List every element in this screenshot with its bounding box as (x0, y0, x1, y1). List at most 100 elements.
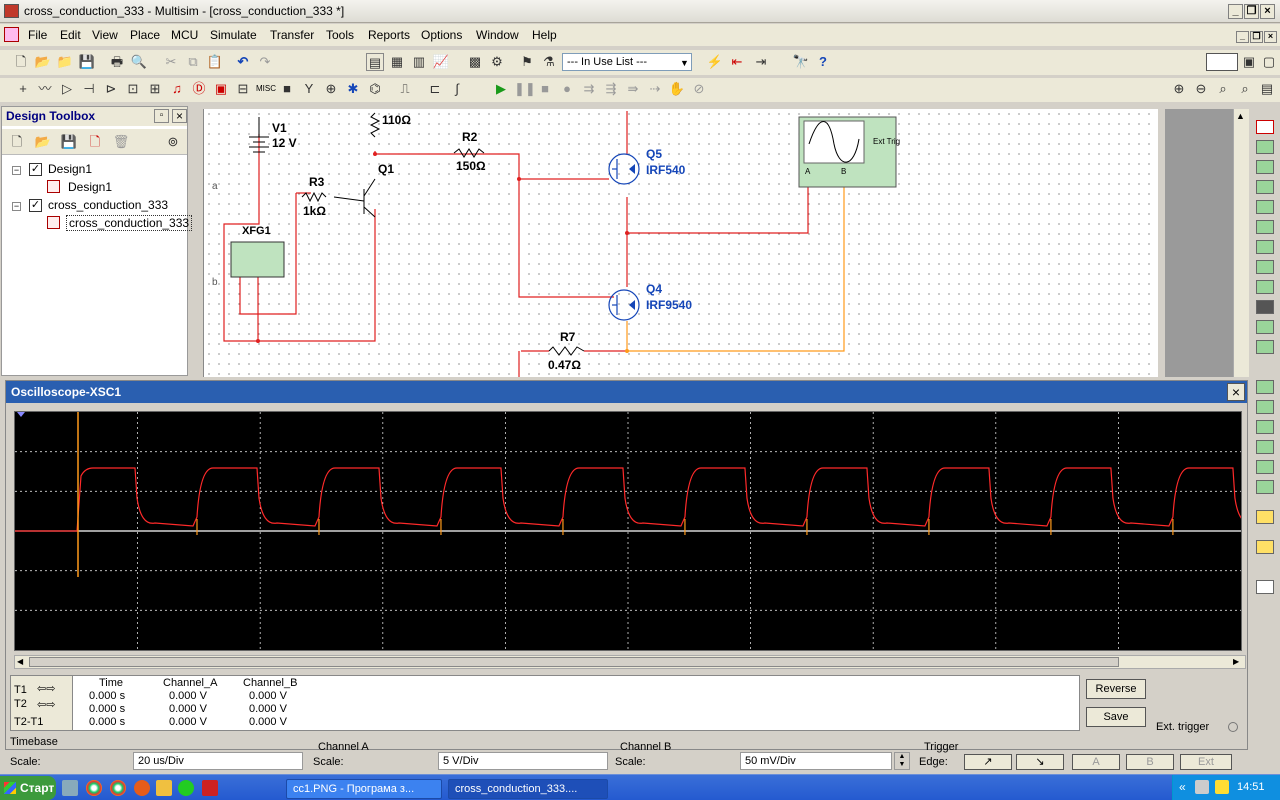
in-use-list-select[interactable]: --- In Use List --- (562, 53, 692, 71)
horizontal-scrollbar[interactable]: ◀ ▶ (14, 655, 1246, 669)
spinner-icon[interactable]: ▲▼ (894, 752, 910, 770)
firefox-icon[interactable] (134, 780, 150, 796)
advanced-peripherals-icon[interactable]: ■ (283, 81, 291, 96)
electromechanical-icon[interactable]: ⊕ (325, 81, 337, 96)
collapse-icon[interactable]: − (12, 165, 21, 175)
diode-icon[interactable]: ▷ (62, 81, 72, 96)
multimeter-icon[interactable] (1256, 120, 1274, 134)
remove-breakpoints-icon[interactable]: ⊘ (693, 81, 705, 96)
channel-a-scale-field[interactable]: 5 V/Div (438, 752, 608, 770)
trigger-source-ext-button[interactable]: Ext (1180, 754, 1232, 770)
open-design-icon[interactable]: 📂 (34, 134, 52, 149)
quicklaunch-icon[interactable] (62, 780, 78, 796)
menu-view[interactable]: View (92, 28, 118, 42)
word-generator-icon[interactable] (1256, 260, 1274, 274)
find-icon[interactable]: 🔭 (792, 54, 810, 69)
print-preview-icon[interactable]: 🔍 (130, 54, 148, 69)
forward-annotate-icon[interactable]: ⇥ (755, 54, 767, 69)
visibility-icon[interactable]: ⊚ (167, 134, 179, 149)
mixed-icon[interactable]: ▣ (214, 81, 228, 96)
t1-arrows-icon[interactable]: ⇦⇨ (37, 683, 56, 695)
close-button[interactable]: × (1260, 4, 1275, 19)
hand-icon[interactable]: ✋ (668, 81, 686, 96)
vertical-scrollbar[interactable]: ▲ (1233, 109, 1249, 377)
breakpoint-icon[interactable]: ● (563, 81, 571, 96)
menu-help[interactable]: Help (532, 28, 557, 42)
menu-options[interactable]: Options (421, 28, 463, 42)
menu-window[interactable]: Window (476, 28, 519, 42)
pause-icon[interactable]: ❚❚ (514, 81, 536, 96)
mcu-icon[interactable]: ♫ (172, 81, 182, 96)
multisim-icon[interactable] (202, 780, 218, 796)
collapse-icon[interactable]: − (12, 201, 21, 211)
stop-icon[interactable]: ■ (541, 81, 549, 96)
chevron-down-icon[interactable]: ▼ (680, 58, 689, 68)
pin-icon[interactable]: ▫ (154, 109, 169, 123)
falling-edge-button[interactable]: ↘ (1016, 754, 1064, 770)
zoom-out-icon[interactable]: ⊖ (1195, 81, 1207, 96)
backannotate-icon[interactable]: ⇤ (731, 54, 743, 69)
agilent-generator-icon[interactable] (1256, 420, 1274, 434)
bode-plotter-icon[interactable] (1256, 220, 1274, 234)
delete-sheet-icon[interactable]: 🗑 (112, 134, 130, 149)
t2-arrows-icon[interactable]: ⇦⇨ (37, 699, 56, 711)
zoom-in-icon[interactable]: ⊕ (1173, 81, 1185, 96)
step-out-icon[interactable]: ⇢ (649, 81, 661, 96)
help-icon[interactable]: ? (819, 54, 827, 69)
scroll-left-icon[interactable]: ◀ (17, 657, 24, 666)
trigger-source-b-button[interactable]: B (1126, 754, 1174, 770)
ttl-icon[interactable]: ⊡ (127, 81, 139, 96)
menu-mcu[interactable]: MCU (171, 28, 199, 42)
step-icon[interactable]: ⇉ (583, 81, 595, 96)
oscilloscope-close-button[interactable]: × (1227, 383, 1245, 401)
wattmeter-icon[interactable] (1256, 160, 1274, 174)
rising-edge-button[interactable]: ↗ (964, 754, 1012, 770)
schematic-canvas[interactable]: V1 12 V 110Ω R2 150Ω R3 1kΩ Q1 Q5 IRF540… (203, 109, 1158, 377)
design-toolbox-toggle-icon[interactable]: ▤ (366, 53, 384, 71)
labview-icon[interactable] (1256, 540, 1274, 554)
misc-digital-icon[interactable]: Ⓓ (192, 81, 206, 96)
new-file-icon[interactable]: 🗋 (15, 54, 27, 69)
grapher-icon[interactable]: 📈 (432, 54, 450, 69)
tektronix-scope-icon[interactable] (1256, 480, 1274, 494)
measurement-probe-icon[interactable] (1256, 510, 1274, 524)
basic-icon[interactable]: 〰 (38, 81, 52, 96)
chrome-icon[interactable] (110, 780, 126, 796)
spreadsheet-icon[interactable]: ▦ (390, 54, 404, 69)
agilent-scope-icon[interactable] (1256, 460, 1274, 474)
scroll-up-icon[interactable]: ▲ (1236, 111, 1245, 121)
database-icon[interactable]: ▥ (412, 54, 426, 69)
analog-icon[interactable]: ⊳ (105, 81, 117, 96)
vu-icon[interactable] (1206, 53, 1238, 71)
menu-reports[interactable]: Reports (368, 28, 411, 42)
source-icon[interactable]: + (19, 81, 27, 96)
current-probe-icon[interactable] (1256, 580, 1274, 594)
logic-analyzer-icon[interactable] (1256, 280, 1274, 294)
full-screen-icon[interactable]: ▤ (1260, 81, 1274, 96)
menu-simulate[interactable]: Simulate (210, 28, 257, 42)
open-sample-icon[interactable]: 📁 (56, 54, 74, 69)
minimize-button[interactable]: _ (1228, 4, 1243, 19)
undo-icon[interactable]: ↶ (237, 54, 249, 69)
zoom-fit-icon[interactable]: ⌕ (1241, 81, 1249, 96)
redo-icon[interactable]: ↷ (259, 54, 271, 69)
trigger-source-a-button[interactable]: A (1072, 754, 1120, 770)
capture-screen-icon[interactable]: ⚗ (543, 54, 555, 69)
component-wizard-icon[interactable]: ⚙ (491, 54, 503, 69)
save-icon[interactable]: 💾 (78, 54, 96, 69)
save-button[interactable]: Save (1086, 707, 1146, 727)
paste-icon[interactable]: 📋 (206, 54, 224, 69)
frequency-counter-icon[interactable] (1256, 240, 1274, 254)
tree-item-design1-sheet[interactable]: Design1 (68, 180, 113, 194)
tree-item-cross-conduction[interactable]: cross_conduction_333 (48, 198, 169, 212)
indicator-icon[interactable]: ⊟ (237, 81, 249, 96)
restore-button[interactable]: ❐ (1244, 4, 1259, 19)
ext-trigger-terminal-icon[interactable] (1228, 722, 1238, 732)
open-folder-icon[interactable]: 📂 (34, 54, 52, 69)
logic-converter-icon[interactable] (1256, 300, 1274, 314)
menu-transfer[interactable]: Transfer (270, 28, 315, 42)
misc-icon[interactable]: MISC (256, 84, 276, 93)
reverse-button[interactable]: Reverse (1086, 679, 1146, 699)
checkbox-icon[interactable]: ✓ (29, 199, 42, 212)
device-icon[interactable]: ▢ (1262, 54, 1276, 69)
